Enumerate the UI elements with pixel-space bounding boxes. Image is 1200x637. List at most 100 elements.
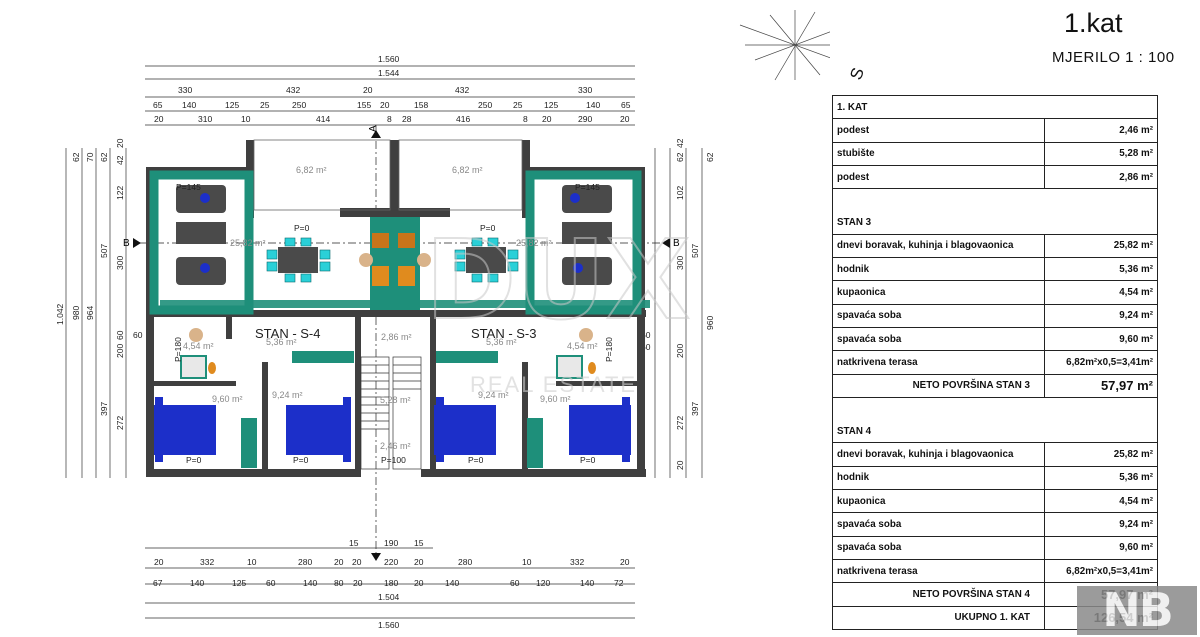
row-name: dnevi boravak, kuhinja i blagovaonica <box>832 442 1045 467</box>
watermark: DUX REAL ESTATE <box>424 215 691 397</box>
row-value: 9,24 m² <box>1044 303 1158 328</box>
dim-bot-r3-l: 120 <box>536 578 550 588</box>
area-terrace-right: 6,82 m² <box>452 165 483 175</box>
dim-left-60b: 60 <box>133 330 143 340</box>
floor-title: 1.kat <box>1064 8 1123 38</box>
dim-top-r4-c: 125 <box>225 100 239 110</box>
scale-label: MJERILO 1 : 100 <box>1052 49 1175 66</box>
side-dimension-lines <box>65 148 703 478</box>
dim-left-20: 20 <box>115 138 125 148</box>
row-value: 2,86 m² <box>1044 164 1158 190</box>
dim-right-200: 200 <box>675 344 685 358</box>
dim-bot-r2-b: 190 <box>384 538 398 548</box>
dim-top-r4-l: 140 <box>586 100 600 110</box>
dim-bot-r1-b: 332 <box>200 557 214 567</box>
dim-bot-total-inner: 1.504 <box>378 592 400 602</box>
area-bath-left: 4,54 m² <box>183 341 214 351</box>
dim-top-r4-d: 25 <box>260 100 270 110</box>
section-a-top: A <box>368 125 379 132</box>
dim-bot-r1-d: 280 <box>298 557 312 567</box>
row-name: spavaća soba <box>832 303 1045 328</box>
dim-bot-r3-j: 140 <box>445 578 459 588</box>
row-name: natkrivena terasa <box>832 350 1045 375</box>
dim-bot-r3-f: 80 <box>334 578 344 588</box>
label-p180-right: P=180 <box>604 337 614 362</box>
label-p145-right: P=145 <box>575 182 600 192</box>
living-floor <box>149 170 650 468</box>
dim-left-62a: 62 <box>71 152 81 162</box>
label-p0-living-left: P=0 <box>294 223 310 233</box>
stan4-title: STAN 4 <box>832 420 1158 444</box>
row-value: 25,82 m² <box>1044 442 1158 467</box>
dim-right-60b: 60 <box>641 342 651 352</box>
row-value: 9,60 m² <box>1044 535 1158 560</box>
stan3-title: STAN 3 <box>832 211 1158 235</box>
area-bed2-left: 9,24 m² <box>272 390 303 400</box>
area-stair: 5,28 m² <box>380 395 411 405</box>
area-living-left: 25,82 m² <box>230 238 266 248</box>
dim-right-20: 20 <box>675 460 685 470</box>
area-bed2-right: 9,24 m² <box>478 390 509 400</box>
dim-bot-r1-c: 10 <box>247 557 257 567</box>
stan3-header-row: STAN 3 <box>832 211 1158 235</box>
dim-bot-total: 1.560 <box>378 620 400 630</box>
watermark-logo-text: DUX <box>425 216 690 344</box>
dim-right-42: 42 <box>675 138 685 148</box>
agency-logo: NB <box>1077 586 1197 635</box>
terraces <box>253 139 523 211</box>
dim-bot-r2-a: 15 <box>349 538 359 548</box>
dim-right-397: 397 <box>690 402 700 416</box>
label-p145-left: P=145 <box>176 182 201 192</box>
dim-right-62b: 62 <box>705 152 715 162</box>
dim-top-r3-d: 432 <box>455 85 469 95</box>
dim-right-960: 960 <box>705 316 715 330</box>
floor-plan: 1.560 1.544 330 432 20 432 330 65 140 12… <box>55 10 830 630</box>
section-b-left: B <box>123 238 130 249</box>
dim-right-300: 300 <box>675 256 685 270</box>
stan3-total-label: NETO POVRŠINA STAN 3 <box>832 373 1045 398</box>
dim-top-r5-e: 8 <box>387 114 392 124</box>
row-value: 25,82 m² <box>1044 233 1158 259</box>
dim-bot-r3-h: 180 <box>384 578 398 588</box>
area-hall-left: 5,36 m² <box>266 337 297 347</box>
row-name: spavaća soba <box>832 535 1045 560</box>
dim-top-r3-a: 330 <box>178 85 192 95</box>
dim-top-total: 1.560 <box>378 54 400 64</box>
apartment-s3-label: STAN - S-3 <box>471 326 537 341</box>
dim-bot-r3-a: 67 <box>153 578 163 588</box>
dim-right-507: 507 <box>690 244 700 258</box>
row-value: 4,54 m² <box>1044 280 1158 305</box>
dim-bot-r1-e: 20 <box>334 557 344 567</box>
dim-top-r4-b: 140 <box>182 100 196 110</box>
row-name: podest <box>832 118 1045 143</box>
dim-top-r5-f: 28 <box>402 114 412 124</box>
dim-right-102: 102 <box>675 186 685 200</box>
dim-left-62b: 62 <box>99 152 109 162</box>
dim-top-r4-f: 155 <box>357 100 371 110</box>
dim-top-r4-j: 25 <box>513 100 523 110</box>
dim-top-r3-e: 330 <box>578 85 592 95</box>
label-p0-bed2-left: P=0 <box>293 455 309 465</box>
dim-bot-r2-c: 15 <box>414 538 424 548</box>
dim-top-r4-m: 65 <box>621 100 631 110</box>
table-header: 1. KAT <box>832 94 1158 120</box>
section-b-right: B <box>673 238 680 249</box>
top-dimension-labels: 1.560 1.544 330 432 20 432 330 65 140 12… <box>153 54 631 124</box>
stan4-total-label: NETO POVRŠINA STAN 4 <box>832 582 1045 607</box>
stan3-total-value: 57,97 m² <box>1044 373 1158 398</box>
label-p0-living-right: P=0 <box>480 223 496 233</box>
area-living-right: 25,82 m² <box>516 238 552 248</box>
dim-bot-r3-d: 60 <box>266 578 276 588</box>
table-header-row: 1. KAT <box>832 94 1158 120</box>
dim-left-122: 122 <box>115 186 125 200</box>
dim-bot-r1-a: 20 <box>154 557 164 567</box>
dim-top-r5-i: 20 <box>542 114 552 124</box>
dim-bot-r1-f: 20 <box>352 557 362 567</box>
dim-top-r4-k: 125 <box>544 100 558 110</box>
row-value: 2,46 m² <box>1044 118 1158 143</box>
